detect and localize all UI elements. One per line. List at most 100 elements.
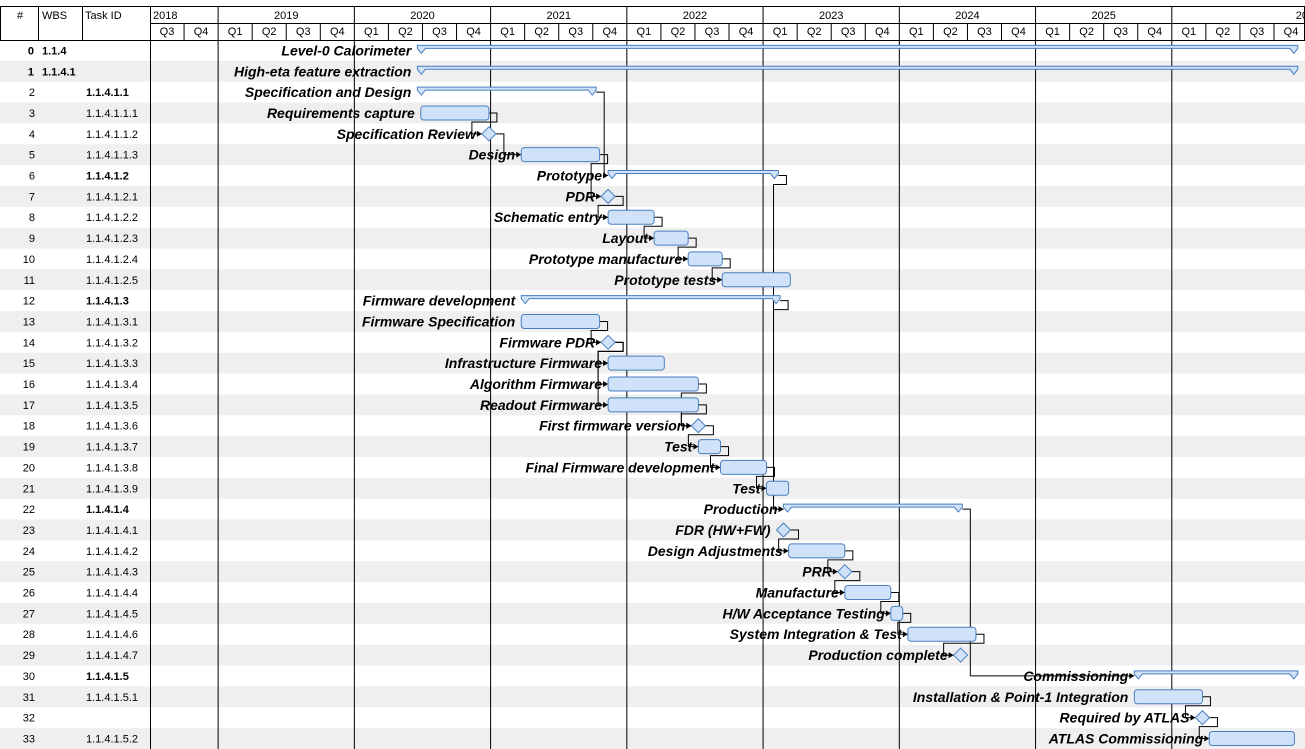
dependency-link xyxy=(495,133,522,156)
row-task-id: 1.1.4.1.3.8 xyxy=(86,462,138,474)
dependency-arrowhead xyxy=(715,464,721,471)
quarter-label: Q3 xyxy=(1113,26,1128,38)
row-task-id: 1.1.4.1.3.6 xyxy=(86,421,138,433)
row-number: 10 xyxy=(23,254,35,266)
year-label: 2020 xyxy=(410,10,434,22)
quarter-label: Q4 xyxy=(602,26,617,38)
dependency-link xyxy=(827,550,854,573)
quarter-label: Q2 xyxy=(1216,26,1231,38)
task-label: Readout Firmware xyxy=(480,397,602,413)
row-stripe xyxy=(0,477,1305,499)
task-label: Firmware development xyxy=(363,293,517,309)
task-label: Design xyxy=(469,147,516,163)
row-stripe xyxy=(0,644,1305,666)
row-number: 20 xyxy=(23,462,35,474)
year-label: 2018 xyxy=(153,10,177,22)
summary-bar xyxy=(416,86,597,96)
dependency-link xyxy=(680,404,707,427)
quarter-label: Q2 xyxy=(398,26,413,38)
task-label: Algorithm Firmware xyxy=(469,376,602,392)
year-label: 2022 xyxy=(683,10,707,22)
dependency-link xyxy=(962,508,1135,677)
task-bar xyxy=(607,209,655,225)
row-task-id: 1.1.4.1.3.9 xyxy=(86,483,138,495)
quarter-label: Q1 xyxy=(909,26,924,38)
task-label: FDR (HW+FW) xyxy=(675,522,771,538)
quarter-label: Q4 xyxy=(330,26,345,38)
quarter-label: Q1 xyxy=(1045,26,1060,38)
row-task-id: 1.1.4.1.3.2 xyxy=(86,337,138,349)
row-task-id: 1.1.4.1.4.1 xyxy=(86,525,138,537)
grid-lines xyxy=(150,41,1173,749)
task-bar xyxy=(520,313,601,329)
row-stripe xyxy=(0,728,1305,749)
row-task-id: 1.1.4.1.4.4 xyxy=(86,588,138,600)
row-task-id: 1.1.4.1.3 xyxy=(86,296,129,308)
task-bar xyxy=(607,355,665,371)
quarter-label: Q2 xyxy=(671,26,686,38)
task-label: PRR xyxy=(802,564,832,580)
dependency-link xyxy=(687,425,714,448)
quarter-label: Q4 xyxy=(1011,26,1026,38)
row-task-id: 1.1.4.1.4.6 xyxy=(86,629,138,641)
task-bar xyxy=(607,376,699,392)
task-label: Infrastructure Firmware xyxy=(445,355,602,371)
quarter-label: Q2 xyxy=(807,26,822,38)
dependency-arrowhead xyxy=(717,276,723,283)
dependency-link xyxy=(880,592,900,614)
row-number: 29 xyxy=(23,650,35,662)
row-stripe xyxy=(0,102,1305,124)
row-task-id: 1.1.4.1.1 xyxy=(86,87,129,99)
row-task-id: 1.1.4.1.4.3 xyxy=(86,567,138,579)
quarter-label: Q1 xyxy=(228,26,243,38)
task-bar xyxy=(788,543,846,559)
row-stripe xyxy=(0,144,1305,166)
task-label: Commissioning xyxy=(1023,668,1128,684)
dependency-link xyxy=(590,320,609,343)
row-number: 13 xyxy=(23,316,35,328)
row-task-id: 1.1.4.1.2.3 xyxy=(86,233,138,245)
milestone-diamond xyxy=(690,418,707,434)
dependency-arrowhead xyxy=(686,422,692,429)
quarter-label: Q4 xyxy=(194,26,209,38)
row-stripe xyxy=(0,602,1305,624)
quarter-label: Q1 xyxy=(1181,26,1196,38)
row-number: 32 xyxy=(23,713,35,725)
row-number: 4 xyxy=(29,129,35,141)
row-number: 3 xyxy=(29,108,35,120)
quarter-label: Q2 xyxy=(943,26,958,38)
dependency-link xyxy=(1184,696,1211,719)
task-bar xyxy=(1133,689,1203,705)
row-stripe xyxy=(0,185,1305,207)
col-header-task-id: Task ID xyxy=(85,10,122,22)
row-task-id: 1.1.4.1.2.2 xyxy=(86,212,138,224)
task-bar xyxy=(687,251,723,267)
row-stripe xyxy=(0,561,1305,583)
dependency-arrowhead xyxy=(683,255,689,262)
quarter-label: Q1 xyxy=(637,26,652,38)
summary-bar xyxy=(1133,670,1299,680)
row-number: 33 xyxy=(23,733,35,745)
year-label: 2024 xyxy=(955,10,979,22)
row-number: 27 xyxy=(23,608,35,620)
task-bar xyxy=(697,439,722,455)
row-stripe xyxy=(0,311,1305,332)
task-label: ATLAS Commissioning xyxy=(1048,730,1204,746)
dependency-link xyxy=(773,300,789,510)
dependency-link xyxy=(677,237,697,260)
year-label: 2026 xyxy=(1296,10,1305,22)
row-number: 14 xyxy=(23,337,35,349)
task-label: Manufacture xyxy=(756,585,839,601)
dependency-arrowhead xyxy=(603,214,609,221)
quarter-label: Q3 xyxy=(432,26,447,38)
task-label: Firmware PDR xyxy=(499,334,596,350)
row-task-id: 1.1.4.1.4.5 xyxy=(86,608,138,620)
row-number: 7 xyxy=(29,191,35,203)
quarter-label: Q1 xyxy=(500,26,515,38)
summary-bar xyxy=(783,503,963,513)
task-label: System Integration & Test xyxy=(730,626,904,642)
dependency-arrowhead xyxy=(885,610,891,617)
quarter-label: Q4 xyxy=(466,26,481,38)
